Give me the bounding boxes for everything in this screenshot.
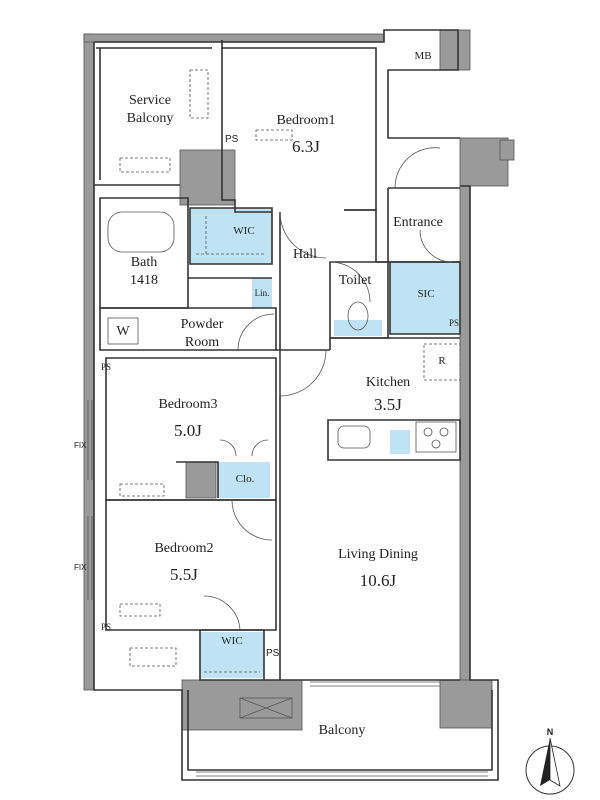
- mb-label: MB: [414, 50, 432, 62]
- details: [87, 69, 488, 777]
- walls: [93, 29, 499, 781]
- sic-label: SIC: [417, 288, 435, 300]
- fix-window-label: FIX: [74, 563, 87, 572]
- wic-top-fill: [190, 208, 272, 264]
- north-label: N: [546, 727, 554, 737]
- washer-label: W: [116, 324, 130, 339]
- refrigerator-label: R: [438, 355, 446, 367]
- kitchen-sink-fill: [390, 430, 410, 454]
- bedroom3-label: Bedroom3 5.0J: [158, 397, 218, 440]
- structural-walls: [83, 29, 515, 731]
- north-arrow: [525, 737, 575, 795]
- fix-window-label: FIX: [74, 441, 87, 450]
- bedroom2-label: Bedroom2 5.5J: [154, 541, 214, 584]
- lin-fill: [252, 278, 272, 308]
- closet-fill: [218, 462, 270, 498]
- hall-label: Hall: [292, 247, 318, 262]
- ps-label: PS: [448, 318, 460, 328]
- toilet-label: Toilet: [338, 273, 372, 288]
- wic-top-label: WIC: [233, 225, 255, 237]
- closet-label: Clo.: [235, 473, 255, 485]
- bath-label: Bath 1418: [130, 255, 158, 288]
- ps-label: PS: [100, 622, 112, 632]
- storage-fills: [190, 208, 460, 678]
- powder-room-label: Powder Room: [180, 317, 224, 350]
- toilet-fill: [334, 320, 382, 336]
- balcony-label: Balcony: [318, 723, 366, 738]
- sic-fill: [390, 262, 460, 334]
- ps-label: PS: [100, 362, 112, 372]
- service-balcony-label: Service Balcony: [126, 93, 174, 126]
- lin-label: Lin.: [254, 288, 270, 298]
- kitchen-label: Kitchen 3.5J: [365, 375, 411, 414]
- ps-label: PS: [225, 134, 239, 145]
- entrance-label: Entrance: [393, 215, 443, 230]
- wic-bottom-fill: [200, 632, 264, 678]
- bedroom1-label: Bedroom1 6.3J: [276, 113, 336, 156]
- living-dining-label: Living Dining 10.6J: [338, 547, 418, 590]
- wic-bottom-label: WIC: [221, 635, 243, 647]
- ps-label: PS: [266, 648, 280, 659]
